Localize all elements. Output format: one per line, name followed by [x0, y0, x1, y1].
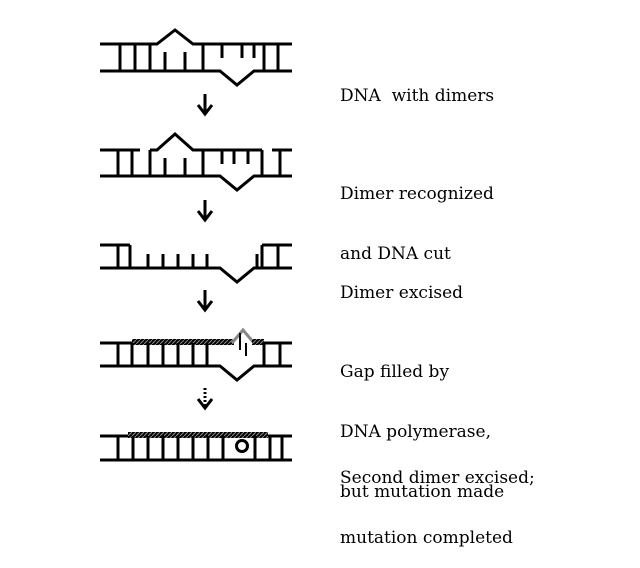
bottom-strand — [100, 69, 292, 87]
arrow-3 — [196, 290, 214, 313]
exposed-bases — [146, 254, 259, 268]
base-pairs — [118, 44, 280, 71]
base-pairs — [116, 436, 284, 460]
step-label-4-line-2: DNA polymerase, — [340, 422, 491, 442]
step-label-2-line-2: and DNA cut — [340, 244, 451, 264]
base-pairs — [116, 245, 280, 268]
arrow-4-dotted — [196, 388, 214, 411]
dna-step-2 — [100, 131, 292, 192]
dna-repair-diagram — [100, 28, 292, 462]
mutation-marker — [235, 439, 249, 453]
step-label-5: Second dimer excised; mutation completed — [340, 428, 535, 568]
arrow-1 — [196, 94, 214, 117]
base-pairs — [116, 150, 282, 176]
top-strand-nicked — [150, 131, 262, 152]
step-label-5-line-1: Second dimer excised; — [340, 468, 535, 488]
bottom-strand — [100, 364, 292, 382]
step-label-5-line-2: mutation completed — [340, 528, 513, 548]
bottom-strand — [100, 174, 292, 192]
step-label-2: Dimer recognized and DNA cut — [340, 144, 494, 284]
step-label-1-line-1: DNA with dimers — [340, 86, 495, 106]
mismatch-ticks — [239, 333, 247, 356]
new-strand-bulge — [230, 327, 256, 344]
base-pairs — [116, 343, 282, 366]
step-label-4-line-1: Gap filled by — [340, 362, 450, 382]
dna-step-4 — [100, 327, 292, 382]
new-strand-fill-right — [252, 339, 264, 345]
dna-step-3 — [100, 243, 292, 284]
top-strand — [100, 28, 292, 46]
step-label-1: DNA with dimers — [340, 46, 494, 126]
step-label-3: Dimer excised — [340, 243, 463, 323]
step-label-2-line-1: Dimer recognized — [340, 184, 494, 204]
top-dimer-ticks — [163, 44, 256, 71]
step-label-3-line-1: Dimer excised — [340, 283, 464, 303]
new-strand-fill — [132, 339, 234, 345]
bottom-strand — [100, 266, 292, 284]
dna-step-5 — [100, 432, 292, 462]
dna-step-1 — [100, 28, 292, 87]
arrow-2 — [196, 200, 214, 223]
dimer-ticks — [163, 150, 250, 176]
new-strand-fill — [128, 432, 268, 438]
